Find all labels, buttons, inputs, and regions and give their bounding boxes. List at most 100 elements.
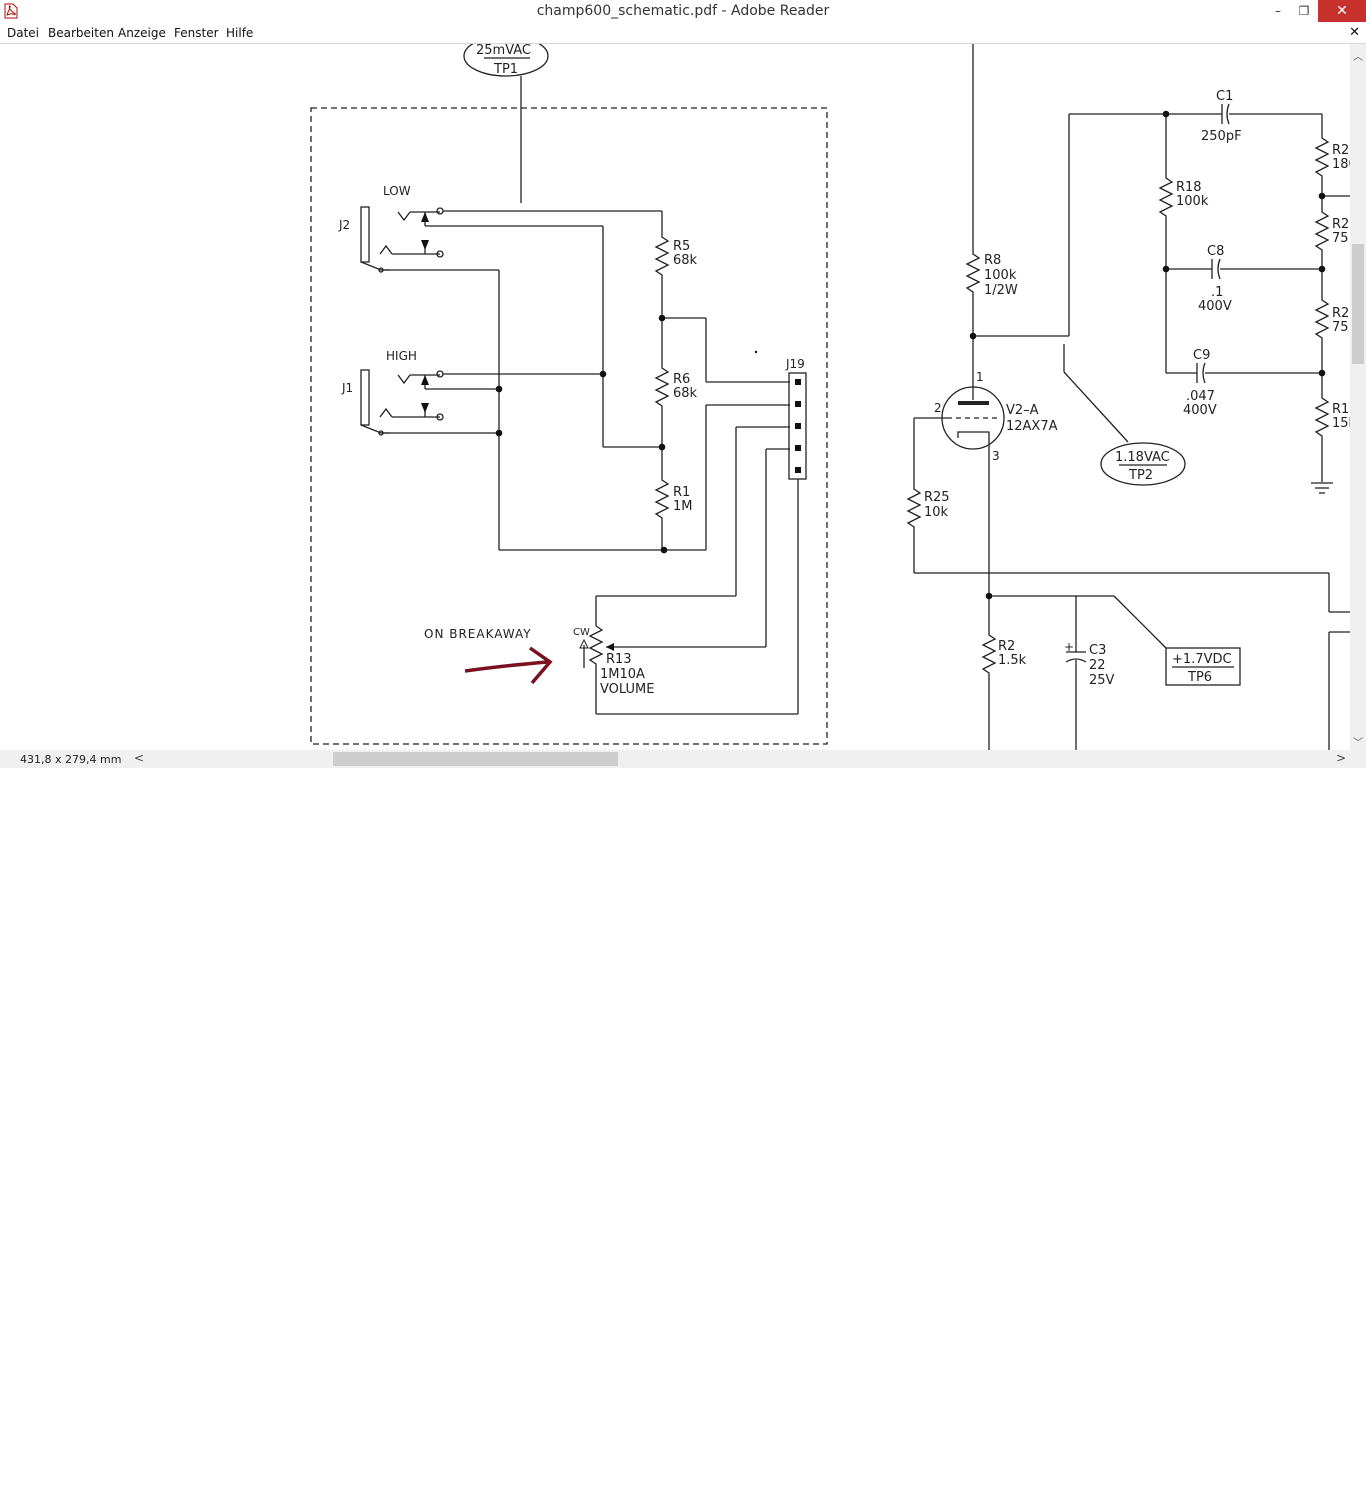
maximize-button[interactable]: ❐ xyxy=(1298,4,1310,18)
pin2-label: 2 xyxy=(934,401,942,415)
r25-value-label: 10k xyxy=(924,505,949,520)
menu-datei[interactable]: Datei xyxy=(7,26,40,40)
r1-resistor xyxy=(654,447,670,550)
c9-label: C9 xyxy=(1193,348,1210,363)
pin1-label: 1 xyxy=(976,370,984,384)
r-low-label: R2 xyxy=(1332,306,1349,321)
r13-label: R13 xyxy=(606,652,632,667)
r8-label: R8 xyxy=(984,253,1001,268)
r8-resistor xyxy=(965,250,981,336)
c1-label: C1 xyxy=(1216,89,1233,104)
r5-label: R5 xyxy=(673,239,690,254)
menu-anzeige[interactable]: Anzeige xyxy=(118,26,166,40)
menu-bar: Datei Bearbeiten Anzeige Fenster Hilfe ✕ xyxy=(0,23,1366,43)
c9-value-label: .047 xyxy=(1186,389,1215,404)
horizontal-scrollbar[interactable]: < > xyxy=(130,750,1350,768)
j19-label: J19 xyxy=(785,357,805,371)
r1-label: R1 xyxy=(673,485,690,500)
tp2-callout xyxy=(1100,442,1186,486)
board-outline xyxy=(310,107,828,745)
pin3-label: 3 xyxy=(992,449,1000,463)
r25-label: R25 xyxy=(924,490,950,505)
scroll-right-icon[interactable]: > xyxy=(1336,751,1347,765)
r5-resistor xyxy=(654,232,670,318)
menu-separator xyxy=(0,43,1366,44)
annotation-arrow xyxy=(464,660,549,673)
j1-label: J1 xyxy=(341,381,353,395)
r-bottom-label: R19 xyxy=(1332,402,1350,417)
vertical-scroll-thumb[interactable] xyxy=(1352,244,1364,364)
r8-watt-label: 1/2W xyxy=(984,283,1018,298)
r6-resistor xyxy=(654,318,670,447)
close-button[interactable]: ✕ xyxy=(1318,0,1366,22)
scroll-up-icon[interactable]: ︿ xyxy=(1353,52,1363,63)
r-top-value-label: 180 xyxy=(1332,157,1350,172)
schematic-drawing: 25mVAC TP1 LOW HIGH J2 J1 R5 68k R6 68k … xyxy=(310,44,1350,750)
low-label: LOW xyxy=(383,184,411,198)
tp6-value-label: +1.7VDC xyxy=(1172,652,1232,667)
r-mid-value-label: 75 xyxy=(1332,231,1349,246)
c3-capacitor xyxy=(1065,658,1087,663)
c8-voltage-label: 400V xyxy=(1198,299,1232,314)
r2x-low-resistor xyxy=(1314,269,1330,373)
c3-plus-label: + xyxy=(1064,640,1074,654)
c9-voltage-label: 400V xyxy=(1183,403,1217,418)
on-breakaway-label: ON BREAKAWAY xyxy=(424,627,532,641)
high-label: HIGH xyxy=(386,349,417,363)
r2-resistor xyxy=(981,596,997,750)
r13-value-label: 1M10A xyxy=(600,667,645,682)
page-size-label: 431,8 x 279,4 mm xyxy=(20,753,122,766)
document-viewport[interactable]: 25mVAC TP1 LOW HIGH J2 J1 R5 68k R6 68k … xyxy=(0,44,1350,750)
tp6-callout xyxy=(1165,647,1241,686)
window-title: champ600_schematic.pdf - Adobe Reader xyxy=(536,3,830,19)
menu-bearbeiten[interactable]: Bearbeiten xyxy=(48,26,114,40)
menu-hilfe[interactable]: Hilfe xyxy=(226,26,254,40)
minimize-button[interactable]: – xyxy=(1275,4,1281,18)
title-bar: champ600_schematic.pdf - Adobe Reader – … xyxy=(0,0,1366,23)
vertical-scrollbar[interactable]: ︿ ﹀ xyxy=(1350,44,1366,750)
j2-jack xyxy=(360,206,370,263)
c8-label: C8 xyxy=(1207,244,1224,259)
j1-jack xyxy=(360,369,370,426)
r8-value-label: 100k xyxy=(984,268,1017,283)
r-top-label: R2 xyxy=(1332,143,1349,158)
scroll-down-icon[interactable]: ﹀ xyxy=(1353,738,1363,749)
r25-resistor xyxy=(906,485,922,573)
cw-label: CW xyxy=(573,627,590,638)
c9-capacitor xyxy=(1202,362,1206,384)
r13-potentiometer xyxy=(588,625,604,714)
r13-function-label: VOLUME xyxy=(600,682,654,697)
c8-value-label: .1 xyxy=(1211,285,1223,300)
scroll-left-icon[interactable]: < xyxy=(134,751,145,765)
r2-label: R2 xyxy=(998,639,1015,654)
v2a-type-label: 12AX7A xyxy=(1006,419,1058,434)
r6-label: R6 xyxy=(673,372,690,387)
j2-label: J2 xyxy=(338,218,350,232)
tp1-name-label: TP1 xyxy=(493,62,518,77)
tp2-name-label: TP2 xyxy=(1128,468,1153,483)
tp1-callout xyxy=(463,44,549,77)
r5-value-label: 68k xyxy=(673,253,698,268)
r18-label: R18 xyxy=(1176,180,1202,195)
r19-resistor xyxy=(1314,373,1330,482)
r18-value-label: 100k xyxy=(1176,194,1209,209)
horizontal-scroll-thumb[interactable] xyxy=(333,752,618,766)
r2x-mid-resistor xyxy=(1314,196,1330,269)
tp6-name-label: TP6 xyxy=(1187,670,1212,685)
r-bottom-value-label: 15k xyxy=(1332,416,1350,431)
v2a-label: V2–A xyxy=(1006,403,1039,418)
empty-area xyxy=(0,768,1366,1500)
c1-value-label: 250pF xyxy=(1201,129,1242,144)
adobe-reader-icon xyxy=(4,3,18,19)
menu-fenster[interactable]: Fenster xyxy=(174,26,219,40)
c3-value-label: 22 xyxy=(1089,658,1106,673)
r2-value-label: 1.5k xyxy=(998,653,1027,668)
r-mid-label: R2 xyxy=(1332,217,1349,232)
r18-resistor xyxy=(1158,174,1174,373)
c8-capacitor xyxy=(1217,258,1221,280)
c3-voltage-label: 25V xyxy=(1089,673,1115,688)
document-close-button[interactable]: ✕ xyxy=(1349,25,1360,40)
r2x-top-resistor xyxy=(1314,114,1330,196)
r1-value-label: 1M xyxy=(673,499,693,514)
c3-label: C3 xyxy=(1089,643,1106,658)
